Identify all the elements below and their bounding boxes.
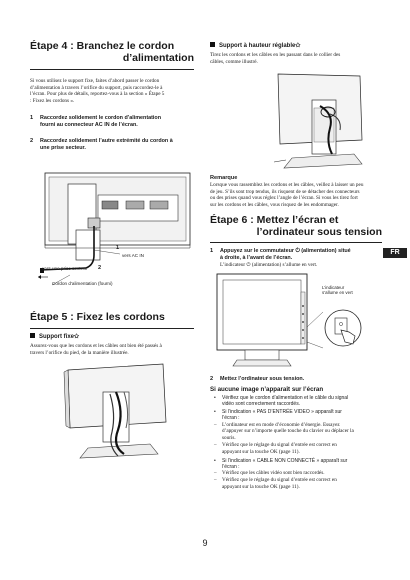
step4-intro: Si vous utilisez le support fixe, faites… (30, 78, 165, 104)
square-bullet-icon (210, 42, 215, 47)
adjustable-stand-title: Support à hauteur réglable✩ (210, 42, 300, 50)
power-connection-illustration (38, 172, 191, 286)
list-item: –Vérifiez que le réglage du signal d’ent… (214, 477, 337, 490)
page-number: 9 (202, 538, 208, 548)
list-item: •Si l’indication « CABLE NON CONNECTÉ » … (214, 457, 348, 470)
adjustable-stand-illustration (273, 73, 363, 169)
fixed-stand-title: Support fixe✩ (30, 333, 79, 341)
step4-divider (30, 69, 194, 70)
step4-title: Étape 4 : Branchez le cordon d’alimentat… (30, 40, 194, 64)
list-item: –Vérifiez que les câbles vidéo sont bien… (214, 470, 325, 477)
troubleshooting-list: •Vérifiez que le cordon d’alimentation e… (214, 395, 386, 490)
list-item: –Vérifiez que le réglage du signal d’ent… (214, 442, 337, 455)
step6-title: Étape 6 : Mettez l’écran et l’ordinateur… (210, 214, 382, 238)
fig1-cord-label: Cordon d’alimentation (fourni) (52, 281, 113, 286)
no-image-title: Si aucune image n’apparaît sur l’écran (210, 386, 324, 393)
step4-item-2: 2 Raccordez solidement l’autre extrémité… (30, 138, 173, 151)
remark-title: Remarque (210, 175, 238, 181)
adjustable-stand-text: Tirez les cordons et les câbles en les p… (210, 52, 341, 65)
step6-divider (210, 242, 382, 243)
step4-item-1: 1 Raccordez solidement le cordon d’alime… (30, 115, 162, 128)
language-tab-fr: FR (383, 248, 407, 258)
fixed-stand-text: Assurez-vous que les cordons et les câbl… (30, 343, 162, 356)
step6-item-1: 1 Appuyez sur le commutateur ⏻ (alimenta… (210, 248, 351, 261)
fig3-indicator-label: L’indicateur s’allume en vert (322, 285, 353, 295)
step6-item-1-note: L’indicateur ⏻ (alimentation) s’allume e… (220, 262, 318, 268)
fig1-number-1: 1 (116, 245, 120, 251)
list-item: •Vérifiez que le cordon d’alimentation e… (214, 395, 349, 408)
monitor-front-illustration (216, 273, 362, 367)
fixed-stand-illustration (63, 363, 167, 459)
list-item: –L’ordinateur est en mode d’économie d’é… (214, 421, 354, 441)
step5-divider (30, 328, 194, 329)
fig1-number-2: 2 (98, 265, 102, 271)
list-item: •Si l’indication « PAS D’ENTRÉE VIDEO » … (214, 408, 342, 422)
remark-text: Lorsque vous rassemblez les cordons et l… (210, 182, 364, 208)
step5-title: Étape 5 : Fixez les cordons (30, 311, 165, 323)
square-bullet-icon (30, 333, 35, 338)
step6-item-2: 2 Mettez l’ordinateur sous tension. (210, 376, 305, 382)
fig1-outlet-label: vers une prise secteur (42, 266, 88, 271)
fig1-ac-in-label: vers AC IN (122, 253, 144, 258)
